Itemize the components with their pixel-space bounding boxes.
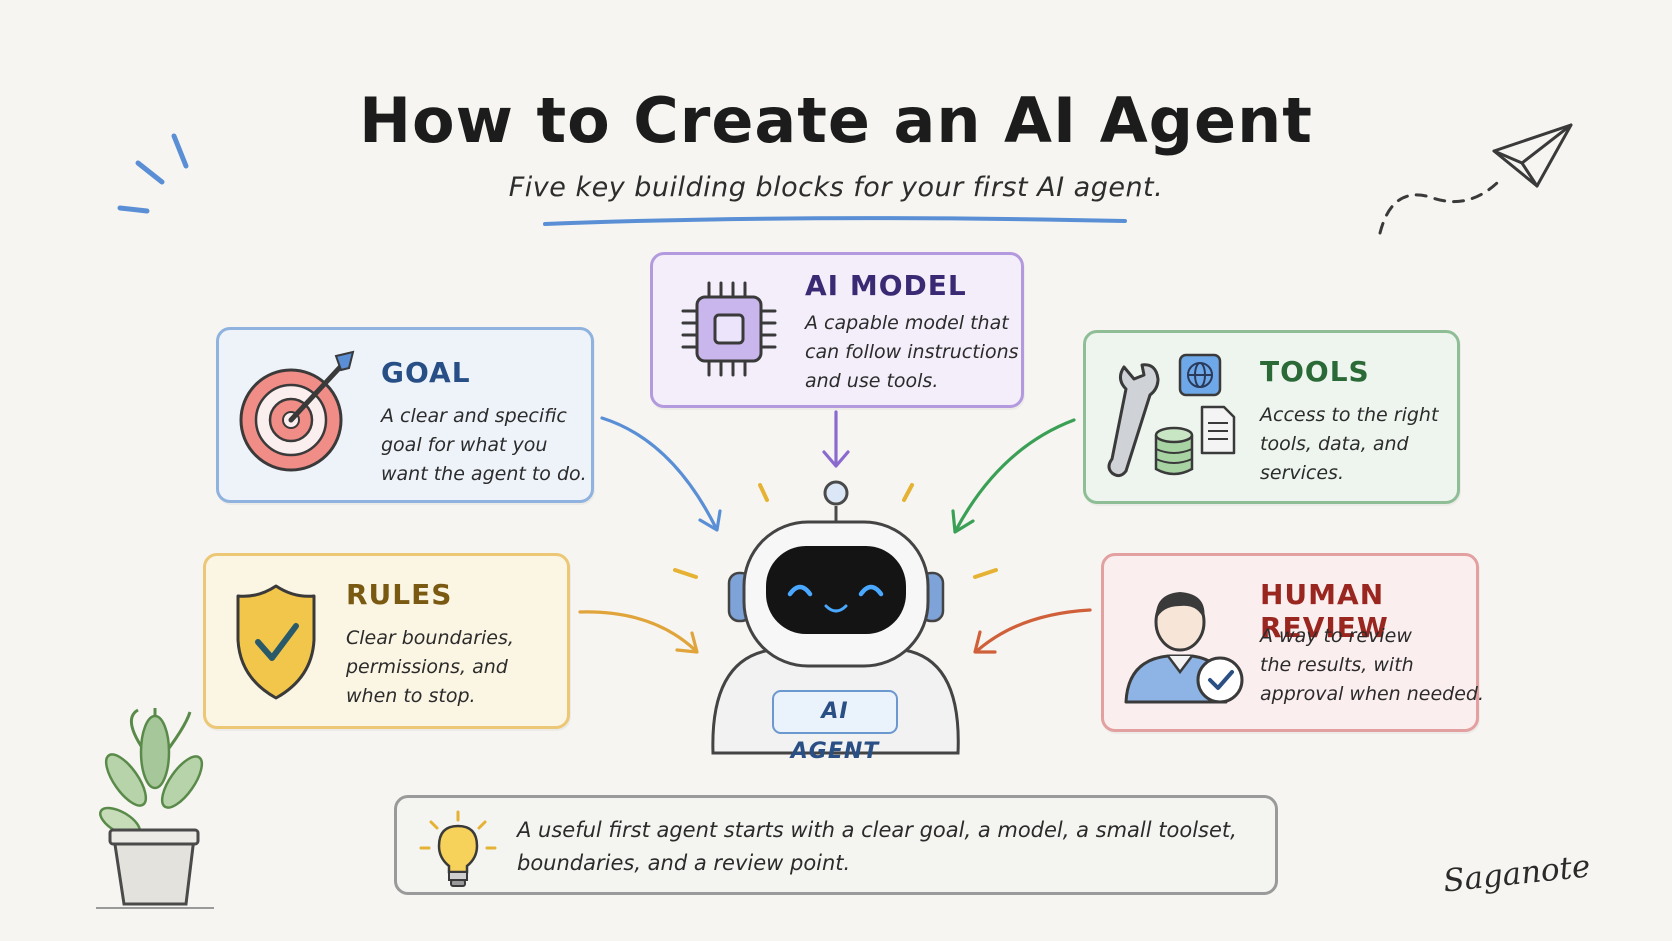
human-review-line-3: approval when needed. — [1260, 683, 1485, 705]
rules-line-1: Clear boundaries, — [346, 627, 514, 649]
page-subtitle: Five key building blocks for your first … — [508, 172, 1164, 203]
sparkle-icon — [117, 133, 189, 214]
target-icon — [239, 350, 355, 472]
goal-line-1: A clear and specific — [381, 405, 567, 427]
rules-line-2: permissions, and — [346, 656, 508, 678]
shield-check-icon — [236, 584, 316, 700]
rules-description: Clear boundaries, permissions, and when … — [346, 624, 514, 711]
arrow-model — [822, 410, 850, 468]
summary-text: A useful first agent starts with a clear… — [517, 814, 1237, 880]
goal-description: A clear and specific goal for what you w… — [381, 402, 587, 489]
summary-line-1: A useful first agent starts with a clear… — [517, 818, 1237, 842]
rules-line-3: when to stop. — [346, 685, 476, 707]
ai-model-line-1: A capable model that — [805, 312, 1009, 334]
human-review-card: HUMAN REVIEW A way to review the results… — [1101, 553, 1484, 732]
ai-model-heading: AI MODEL — [805, 269, 967, 302]
toolkit-icon — [1107, 353, 1236, 478]
ai-model-card: AI MODEL A capable model that can follow… — [650, 252, 1024, 408]
paper-plane-icon — [1378, 123, 1573, 235]
arrow-rules — [578, 610, 699, 654]
human-review-description: A way to review the results, with approv… — [1260, 622, 1484, 709]
tools-description: Access to the right tools, data, and ser… — [1260, 401, 1438, 488]
chip-icon — [681, 281, 777, 377]
goal-line-3: want the agent to do. — [381, 463, 587, 485]
summary-line-2: boundaries, and a review point. — [517, 851, 851, 875]
tools-line-2: tools, data, and — [1260, 433, 1409, 455]
goal-line-2: goal for what you — [381, 434, 548, 456]
human-review-line-2: the results, with — [1260, 654, 1414, 676]
rules-card: RULES Clear boundaries, permissions, and… — [203, 553, 570, 729]
arrow-tools — [951, 418, 1076, 534]
summary-box: A useful first agent starts with a clear… — [394, 795, 1278, 895]
page-title: How to Create an AI Agent — [359, 84, 1313, 157]
person-check-icon — [1124, 592, 1244, 704]
human-review-line-1: A way to review — [1260, 625, 1412, 647]
goal-heading: GOAL — [381, 356, 471, 389]
plant-icon — [96, 708, 214, 909]
goal-card: GOAL A clear and specific goal for what … — [216, 327, 594, 503]
subtitle-underline — [543, 216, 1127, 226]
arrow-goal — [600, 416, 722, 532]
tools-heading: TOOLS — [1260, 355, 1370, 388]
human-review-heading: HUMAN REVIEW — [1260, 578, 1389, 644]
tools-line-1: Access to the right — [1260, 404, 1439, 426]
lightbulb-icon — [419, 810, 497, 887]
ai-model-line-3: and use tools. — [805, 370, 939, 392]
ai-agent-label: AI AGENT — [772, 690, 898, 764]
ai-model-description: A capable model that can follow instruct… — [805, 309, 1019, 396]
tools-line-3: services. — [1260, 462, 1344, 484]
arrow-review — [973, 608, 1092, 654]
tools-card: TOOLS Access to the right tools, data, a… — [1083, 330, 1460, 504]
rules-heading: RULES — [346, 578, 453, 611]
ai-model-line-2: can follow instructions — [805, 341, 1019, 363]
